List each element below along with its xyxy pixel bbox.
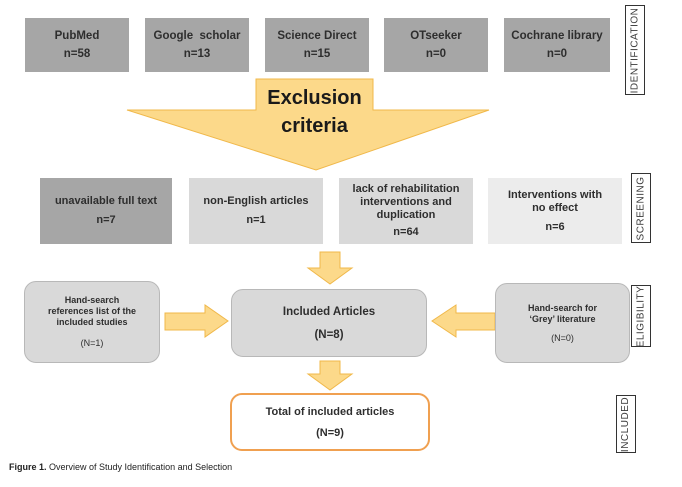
source-name: OTseeker	[410, 30, 462, 42]
hand-search-label: references list of the	[47, 306, 137, 316]
right-arrow-to-included	[164, 304, 229, 338]
source-pubmed: PubMed n=58	[25, 18, 129, 72]
down-arrow-to-total	[306, 360, 354, 391]
exclusion-line-1: Exclusion	[267, 87, 362, 109]
total-included-box: Total of included articles (N=9)	[230, 393, 430, 451]
screening-interventions-no-effect: Interventions with no effect n=6	[488, 178, 622, 244]
source-name: Cochrane library	[511, 30, 603, 42]
screening-count: n=1	[246, 214, 266, 226]
source-name: Google scholar	[153, 30, 241, 42]
exclusion-arrow	[126, 78, 490, 171]
screening-count: n=6	[545, 220, 565, 233]
figure-caption-text: Overview of Study Identification and Sel…	[46, 462, 233, 472]
screening-unavailable-full-text: unavailable full text n=7	[40, 178, 172, 244]
hand-search-references-box: Hand-search references list of the inclu…	[24, 281, 160, 363]
screening-count: n=7	[96, 214, 116, 226]
stage-label-screening: SCREENING	[631, 173, 651, 243]
included-articles-box: Included Articles (N=8)	[231, 289, 427, 357]
exclusion-criteria-label: Exclusion criteria	[256, 84, 373, 140]
included-title: Included Articles	[282, 305, 376, 318]
included-count: (N=8)	[314, 328, 344, 341]
source-name: PubMed	[54, 30, 100, 42]
screening-label: unavailable full text	[54, 195, 158, 207]
down-arrow-to-included	[306, 251, 354, 285]
left-arrow-to-included	[431, 304, 496, 338]
total-title: Total of included articles	[265, 405, 395, 418]
source-cochrane-library: Cochrane library n=0	[504, 18, 610, 72]
exclusion-line-2: criteria	[281, 115, 348, 137]
source-count: n=15	[303, 48, 331, 60]
screening-label: non-English articles	[203, 195, 309, 207]
screening-label: no effect	[532, 201, 578, 214]
grey-literature-label: ‘Grey’ literature	[529, 313, 596, 324]
screening-label: lack of rehabilitation	[352, 183, 460, 195]
stage-label-identification: IDENTIFICATION	[625, 5, 645, 95]
total-count: (N=9)	[316, 426, 344, 439]
grey-literature-label: Hand-search for	[527, 302, 598, 313]
stage-label-included: INCLUDED	[616, 395, 636, 453]
source-count: n=58	[63, 48, 91, 60]
hand-search-count: (N=1)	[80, 338, 104, 348]
source-name: Science Direct	[277, 30, 357, 42]
screening-label: duplication	[376, 209, 436, 221]
source-google-scholar: Google scholar n=13	[145, 18, 249, 72]
screening-label: Interventions with	[507, 188, 603, 201]
screening-count: n=64	[393, 226, 419, 238]
source-science-direct: Science Direct n=15	[265, 18, 369, 72]
screening-label: interventions and	[360, 196, 452, 208]
source-count: n=0	[425, 48, 447, 60]
figure-caption-label: Figure 1.	[9, 462, 47, 472]
source-count: n=13	[183, 48, 211, 60]
hand-search-grey-literature-box: Hand-search for ‘Grey’ literature (N=0)	[495, 283, 630, 363]
source-count: n=0	[546, 48, 568, 60]
hand-search-label: Hand-search	[64, 295, 120, 305]
screening-lack-of-rehabilitation: lack of rehabilitation interventions and…	[339, 178, 473, 244]
stage-label-eligibility: ELIGIBILITY	[631, 285, 651, 347]
source-otseeker: OTseeker n=0	[384, 18, 488, 72]
grey-literature-count: (N=0)	[551, 332, 574, 343]
screening-non-english: non-English articles n=1	[189, 178, 323, 244]
figure-caption: Figure 1. Overview of Study Identificati…	[9, 462, 232, 472]
hand-search-label: included studies	[56, 317, 128, 327]
